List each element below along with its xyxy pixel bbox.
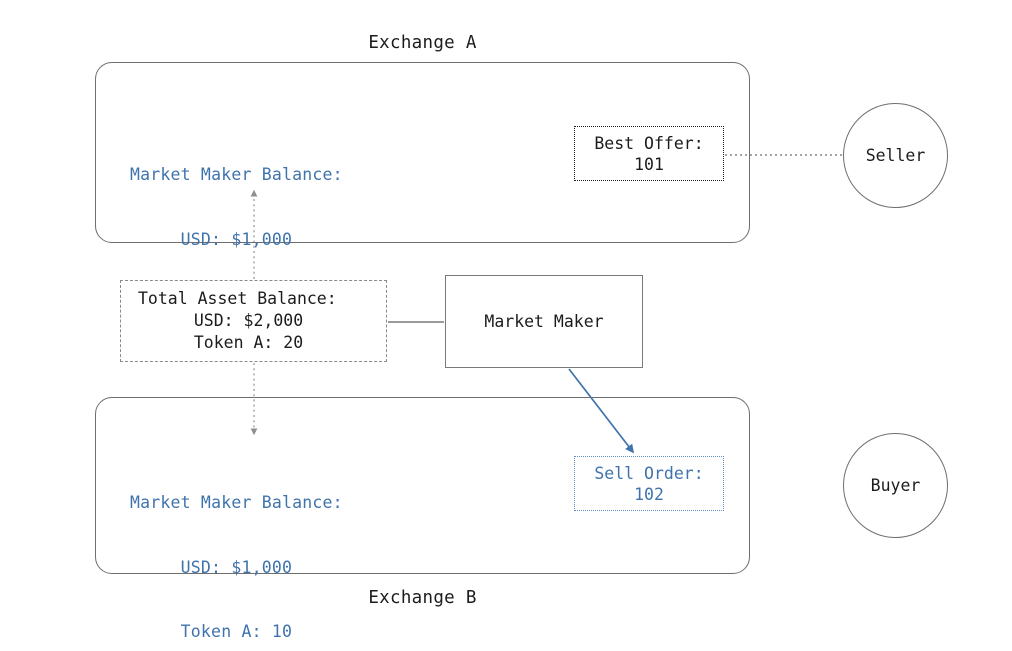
balance-a-usd: USD: $1,000 — [180, 229, 293, 249]
sell-order-value: 102 — [634, 484, 664, 504]
best-offer-value: 101 — [634, 154, 664, 174]
exchange-a-container — [95, 62, 750, 243]
sell-order-card[interactable]: Sell Order: 102 — [574, 456, 724, 511]
best-offer-card[interactable]: Best Offer: 101 — [574, 126, 724, 181]
total-asset-title: Total Asset Balance: — [138, 289, 337, 308]
market-maker-node[interactable]: Market Maker — [445, 275, 643, 368]
exchange-a-title: Exchange A — [368, 33, 477, 53]
balance-a-title: Market Maker Balance: — [130, 165, 343, 184]
market-maker-label: Market Maker — [484, 312, 604, 331]
exchange-b-container — [95, 397, 750, 574]
balance-b-token: Token A: 10 — [180, 622, 293, 641]
buyer-node[interactable]: Buyer — [843, 433, 948, 538]
total-asset-token: Token A: 20 — [193, 333, 304, 352]
seller-node[interactable]: Seller — [843, 103, 948, 208]
total-asset-balance-card: Total Asset Balance: USD: $2,000 Token A… — [120, 280, 387, 362]
buyer-label: Buyer — [870, 476, 921, 495]
seller-label: Seller — [865, 146, 926, 165]
market-maker-balance-exchange-b: Market Maker Balance: USD: $1,000 Token … — [130, 449, 343, 651]
exchange-b-title: Exchange B — [368, 588, 477, 608]
sell-order-label: Sell Order: — [594, 463, 704, 483]
best-offer-label: Best Offer: — [594, 133, 704, 153]
total-asset-usd: USD: $2,000 — [193, 311, 304, 330]
balance-b-title: Market Maker Balance: — [130, 493, 343, 512]
balance-b-usd: USD: $1,000 — [180, 557, 293, 577]
